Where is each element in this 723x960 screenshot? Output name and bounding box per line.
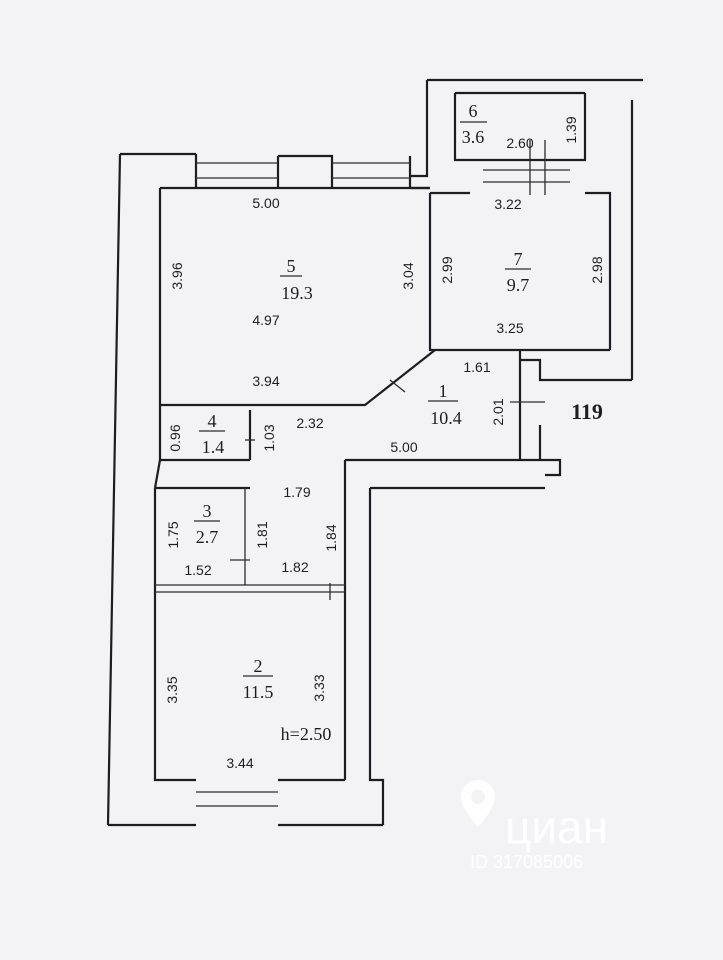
dim-r6-width: 2.60 (506, 135, 533, 151)
walls (106, 78, 643, 827)
dim-r5-mid: 4.97 (252, 312, 279, 328)
dim-r7-right: 2.98 (589, 256, 605, 283)
dim-r5-right: 3.04 (400, 262, 416, 289)
dim-r2-right: 3.33 (311, 674, 327, 701)
apartment-number: 119 (571, 399, 603, 424)
dim-hall-161: 1.61 (463, 359, 490, 375)
dim-r2-left: 3.35 (164, 676, 180, 703)
dim-r4-right: 1.03 (261, 424, 277, 451)
watermark-listing-id: ID 317085006 (470, 852, 583, 872)
room-6-number: 6 (469, 101, 478, 121)
dim-hall-232: 2.32 (296, 415, 323, 431)
room-2-number: 2 (254, 656, 263, 676)
dim-r5-bottom: 3.94 (252, 373, 279, 389)
watermark: циан ID 317085006 (461, 780, 608, 872)
watermark-brand: циан (505, 801, 608, 853)
dim-hall-500: 5.00 (390, 439, 417, 455)
room-4-number: 4 (208, 411, 217, 431)
dim-r3-bottom: 1.52 (184, 562, 211, 578)
room-7-number: 7 (514, 249, 523, 269)
ceiling-height: h=2.50 (281, 724, 332, 744)
dim-r7-top: 3.22 (494, 196, 521, 212)
dim-corr-182: 1.82 (281, 559, 308, 575)
room-2-area: 11.5 (243, 682, 274, 702)
dim-hall-201: 2.01 (490, 398, 506, 425)
dim-r6-height: 1.39 (563, 116, 579, 143)
door-marks (230, 379, 545, 600)
room-4-area: 1.4 (202, 437, 225, 457)
dim-r5-top: 5.00 (252, 195, 279, 211)
room-6-area: 3.6 (462, 127, 485, 147)
dim-r7-left: 2.99 (439, 256, 455, 283)
dim-r2-bottom: 3.44 (226, 755, 253, 771)
room-5-area: 19.3 (281, 283, 313, 303)
dim-r3-right: 1.81 (254, 521, 270, 548)
windows (196, 140, 570, 807)
dim-corr-179: 1.79 (283, 484, 310, 500)
room-1-number: 1 (439, 381, 448, 401)
room-3-number: 3 (203, 501, 212, 521)
dim-r3-left: 1.75 (165, 521, 181, 548)
dim-r4-left: 0.96 (167, 424, 183, 451)
room-3-area: 2.7 (196, 527, 219, 547)
room-1-area: 10.4 (430, 408, 462, 428)
location-pin-icon (461, 780, 495, 827)
room-5-number: 5 (287, 256, 296, 276)
room-7-area: 9.7 (507, 275, 530, 295)
dim-corr-184: 1.84 (323, 524, 339, 551)
dim-r5-left: 3.96 (169, 262, 185, 289)
dim-r7-bottom: 3.25 (496, 320, 523, 336)
